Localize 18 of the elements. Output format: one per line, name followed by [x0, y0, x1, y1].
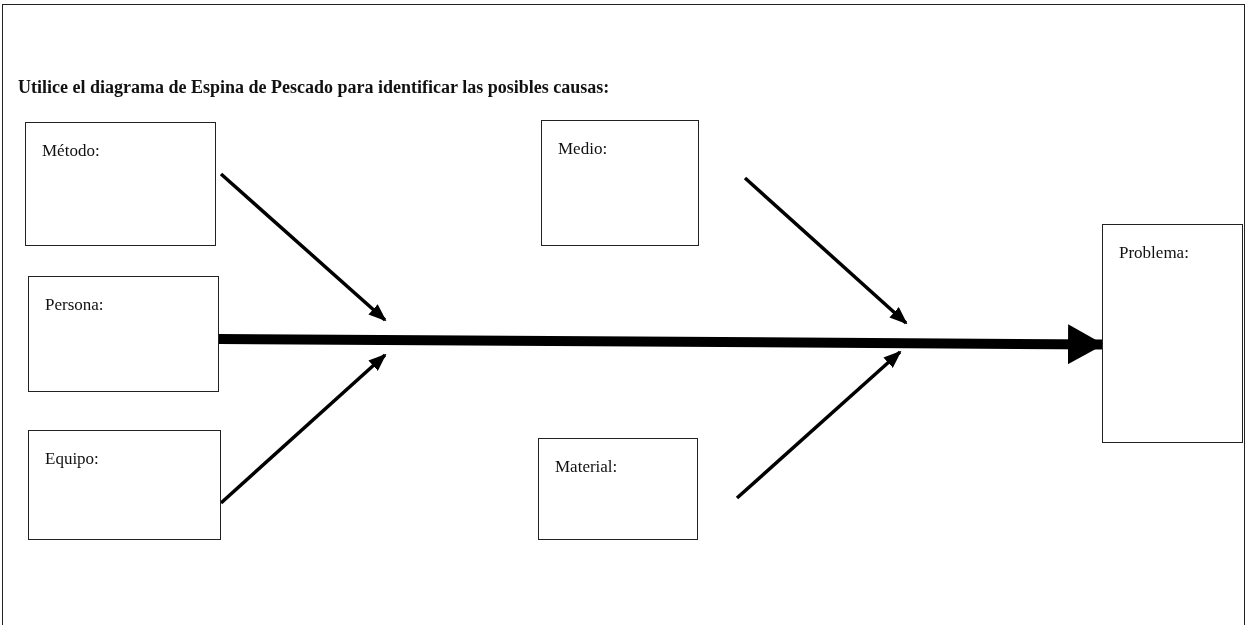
cause-box: [538, 438, 698, 540]
box-label: Medio:: [558, 139, 608, 159]
box-label: Método:: [42, 141, 100, 161]
cause-box: [28, 276, 219, 392]
arrow: [735, 350, 902, 500]
box-label: Problema:: [1119, 243, 1189, 263]
cause-box: [1102, 224, 1243, 443]
cause-box: [28, 430, 221, 540]
heading: Utilice el diagrama de Espina de Pescado para identificar las posibles causas:: [18, 77, 610, 98]
arrow: [218, 324, 1104, 365]
cause-box: [541, 120, 699, 246]
box-label: Material:: [555, 457, 618, 477]
box-label: Persona:: [45, 295, 104, 315]
cause-box: [25, 122, 216, 246]
arrow: [219, 353, 387, 505]
arrow: [743, 176, 908, 325]
arrow: [219, 172, 387, 322]
box-label: Equipo:: [45, 449, 99, 469]
